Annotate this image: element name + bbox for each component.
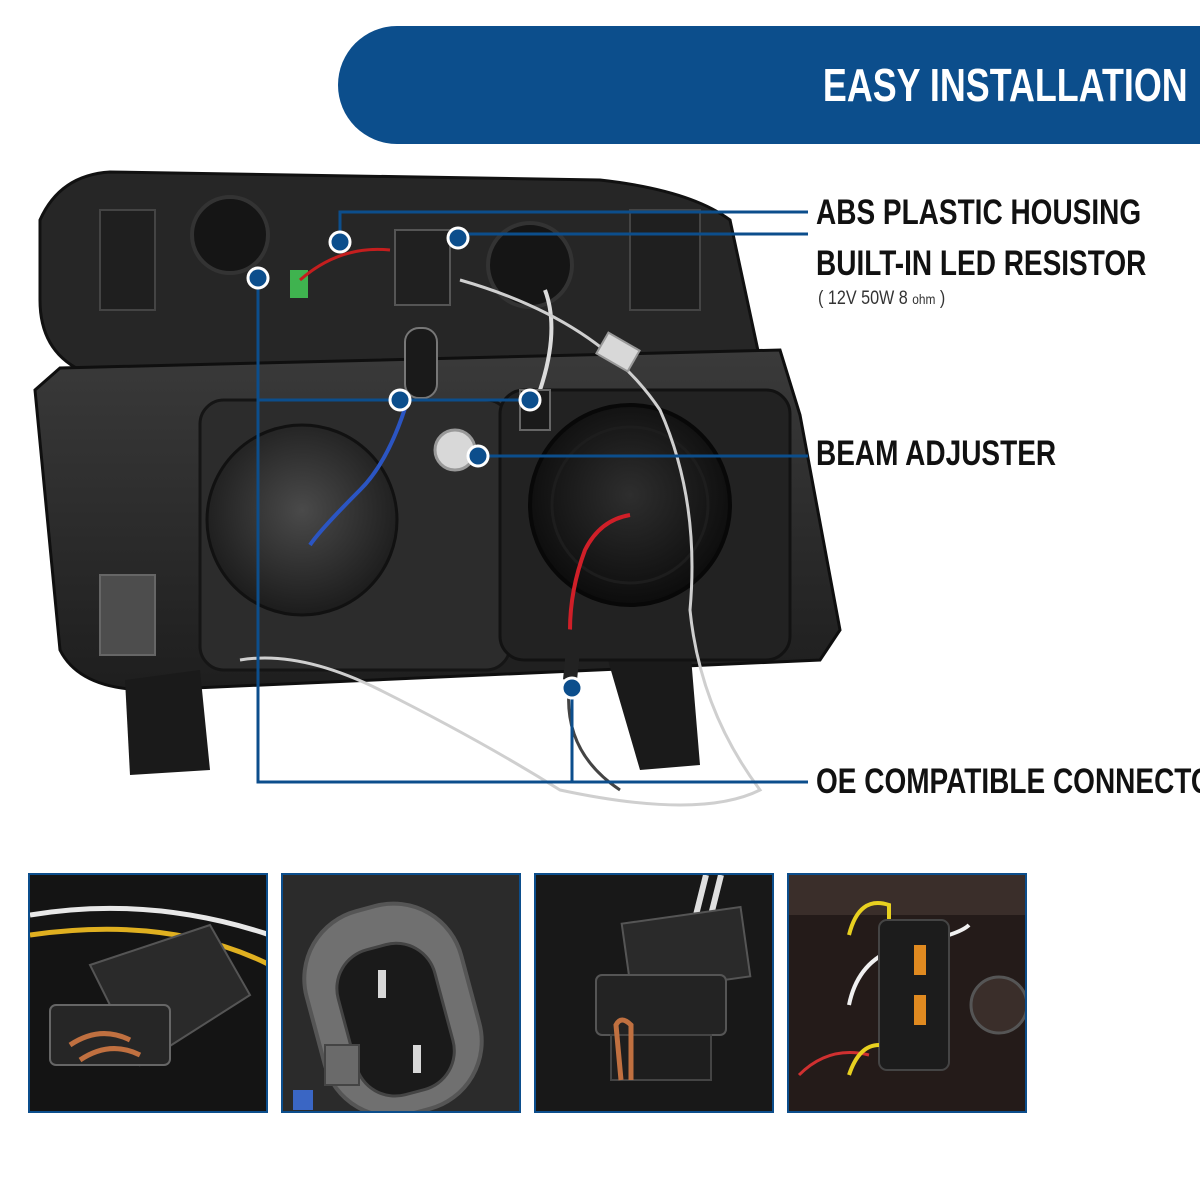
thumbnail-3 <box>534 873 774 1113</box>
thumbnail-2 <box>281 873 521 1113</box>
resistor-spec-end: ) <box>935 288 946 309</box>
dust-cap-low-beam <box>205 423 399 617</box>
dot-connector-3 <box>518 388 542 412</box>
mount-foot-right <box>605 645 700 770</box>
banner-title: EASY INSTALLATION <box>823 59 1188 111</box>
dot-connector-1 <box>246 266 270 290</box>
turn-signal-socket <box>190 195 270 275</box>
dot-housing <box>328 230 352 254</box>
headlight-product-image <box>0 150 1200 850</box>
callout-abs-plastic-housing: ABS PLASTIC HOUSING <box>816 193 1142 232</box>
headlight-back-illustration <box>33 170 842 807</box>
oval-plug-connector <box>404 327 438 399</box>
dot-connector-2 <box>388 388 412 412</box>
callout-dots <box>246 226 584 700</box>
callout-oe-compatible-connectors: OE COMPATIBLE CONNECTORS <box>816 762 1200 801</box>
dot-connector-4 <box>560 676 584 700</box>
callout-beam-adjuster: BEAM ADJUSTER <box>816 434 1057 473</box>
dust-cap-high-beam <box>528 403 732 607</box>
three-pin-socket-connector-icon <box>536 875 772 1111</box>
thumbnail-4 <box>787 873 1027 1113</box>
resistor-spec-unit: ohm <box>912 291 936 307</box>
mount-foot-left <box>125 670 210 775</box>
dot-resistor <box>446 226 470 250</box>
header-banner: EASY INSTALLATION <box>338 26 1200 144</box>
bulb-socket-connector-icon <box>30 875 266 1111</box>
resistor-spec-main: ( 12V 50W 8 <box>818 288 913 309</box>
callout-built-in-led-resistor: BUILT-IN LED RESISTOR <box>816 244 1147 283</box>
thumbnail-1 <box>28 873 268 1113</box>
led-resistor-block <box>394 229 451 306</box>
parking-light-socket <box>486 221 574 309</box>
dot-adjuster <box>466 444 490 468</box>
callout-resistor-spec: ( 12V 50W 8 ohm ) <box>818 288 945 310</box>
led-resistor-module-icon <box>789 875 1025 1111</box>
oval-plug-connector-icon <box>283 875 519 1111</box>
